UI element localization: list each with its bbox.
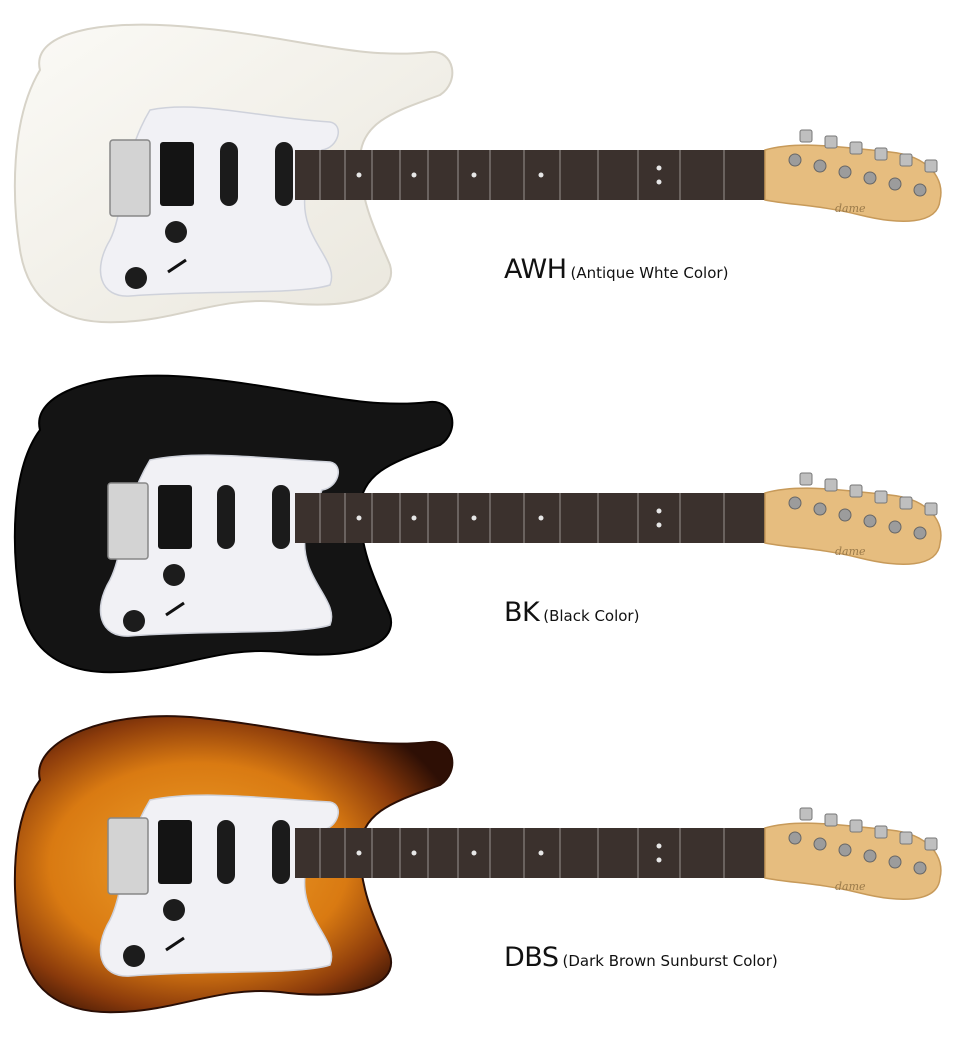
bridge — [107, 482, 149, 560]
headstock-logo: dame — [835, 545, 866, 558]
variant-description: (Antique Whte Color) — [570, 264, 729, 282]
single-coil-pickup-1 — [217, 820, 235, 884]
variant-description: (Black Color) — [543, 607, 640, 625]
variant-code: DBS — [504, 942, 559, 973]
selector-switch — [165, 601, 185, 617]
variant-code: AWH — [504, 254, 567, 285]
tone-knob — [125, 267, 147, 289]
guitar-image-bk: dame — [13, 374, 942, 674]
bridge — [109, 139, 151, 217]
caption-bk: BK(Black Color) — [504, 597, 639, 628]
selector-switch — [165, 936, 185, 952]
bridge — [107, 817, 149, 895]
headstock — [764, 822, 942, 900]
guitar-variant-awh: dame AWH(Antique Whte Color) — [0, 0, 960, 340]
tone-knob — [123, 610, 145, 632]
humbucker-pickup — [158, 820, 192, 884]
headstock-logo: dame — [835, 202, 866, 215]
tone-knob — [123, 945, 145, 967]
humbucker-pickup — [160, 142, 194, 206]
single-coil-pickup-1 — [220, 142, 238, 206]
humbucker-pickup — [158, 485, 192, 549]
guitar-variant-bk: dame BK(Black Color) — [0, 360, 960, 680]
neck-fretboard — [295, 493, 765, 543]
caption-awh: AWH(Antique Whte Color) — [504, 254, 728, 285]
volume-knob — [165, 221, 187, 243]
neck-fretboard — [295, 828, 765, 878]
single-coil-pickup-2 — [275, 142, 293, 206]
neck-fretboard — [295, 150, 765, 200]
selector-switch — [167, 258, 187, 274]
headstock — [764, 144, 942, 222]
single-coil-pickup-2 — [272, 820, 290, 884]
headstock-logo: dame — [835, 880, 866, 893]
volume-knob — [163, 899, 185, 921]
variant-code: BK — [504, 597, 540, 628]
guitar-image-dbs: dame — [13, 715, 942, 1014]
single-coil-pickup-1 — [217, 485, 235, 549]
guitar-variant-dbs: dame DBS(Dark Brown Sunburst Color) — [0, 700, 960, 1030]
volume-knob — [163, 564, 185, 586]
single-coil-pickup-2 — [272, 485, 290, 549]
caption-dbs: DBS(Dark Brown Sunburst Color) — [504, 942, 778, 973]
variant-description: (Dark Brown Sunburst Color) — [562, 952, 778, 970]
headstock — [764, 487, 942, 565]
guitar-image-awh: dame — [13, 23, 942, 324]
